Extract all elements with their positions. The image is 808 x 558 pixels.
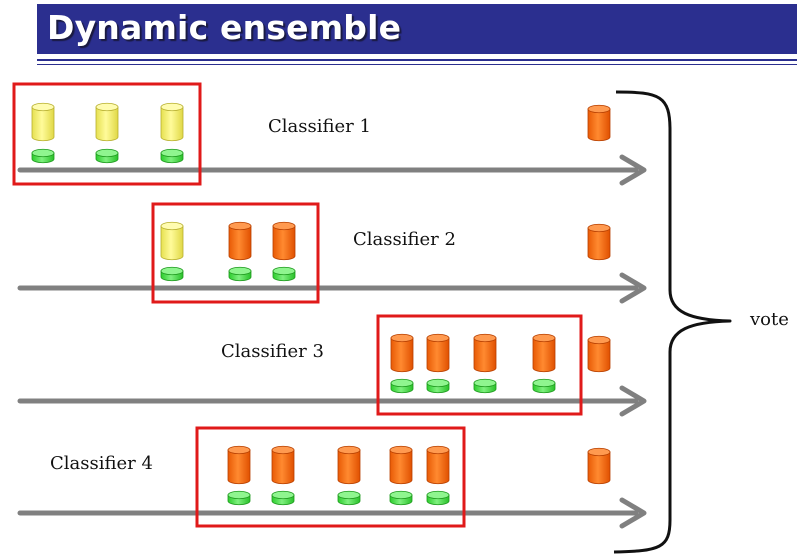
data-cylinder-orange — [473, 333, 497, 373]
data-cylinder-orange — [532, 333, 556, 373]
green-disc-cylinder — [227, 490, 251, 506]
vote-brace — [613, 90, 732, 554]
data-cylinder-orange — [272, 221, 296, 261]
green-disc-cylinder — [95, 148, 119, 164]
green-disc-cylinder — [272, 266, 296, 282]
data-cylinder-orange — [337, 445, 361, 485]
data-cylinder-yellow — [95, 102, 119, 142]
window-frame-1 — [12, 82, 202, 186]
window-frame-3 — [376, 314, 583, 416]
data-cylinder-orange — [228, 221, 252, 261]
data-cylinder-orange — [271, 445, 295, 485]
timeline-arrow-1 — [17, 154, 647, 186]
output-cylinder-1 — [587, 104, 611, 142]
output-cylinder-4 — [587, 447, 611, 485]
title-rule — [37, 59, 797, 61]
green-disc-cylinder — [473, 378, 497, 394]
green-disc-cylinder — [426, 378, 450, 394]
data-cylinder-orange — [426, 445, 450, 485]
window-frame-4 — [195, 426, 466, 528]
timeline-arrow-4 — [17, 497, 647, 529]
green-disc-cylinder — [532, 378, 556, 394]
timeline-arrow-2 — [17, 272, 647, 304]
vote-label: vote — [750, 309, 789, 330]
data-cylinder-orange — [389, 445, 413, 485]
classifier-1-label: Classifier 1 — [268, 116, 371, 137]
classifier-4-label: Classifier 4 — [50, 453, 153, 474]
data-cylinder-orange — [227, 445, 251, 485]
green-disc-cylinder — [271, 490, 295, 506]
title-bar: Dynamic ensemble — [37, 4, 797, 54]
green-disc-cylinder — [337, 490, 361, 506]
page-title: Dynamic ensemble — [47, 8, 402, 47]
green-disc-cylinder — [390, 378, 414, 394]
window-frame-2 — [151, 202, 320, 304]
classifier-3-label: Classifier 3 — [221, 341, 324, 362]
data-cylinder-yellow — [31, 102, 55, 142]
green-disc-cylinder — [160, 266, 184, 282]
green-disc-cylinder — [228, 266, 252, 282]
timeline-arrow-3 — [17, 385, 647, 417]
green-disc-cylinder — [426, 490, 450, 506]
title-rule-thin — [37, 64, 797, 65]
data-cylinder-orange — [390, 333, 414, 373]
green-disc-cylinder — [160, 148, 184, 164]
data-cylinder-yellow — [160, 102, 184, 142]
green-disc-cylinder — [31, 148, 55, 164]
output-cylinder-2 — [587, 223, 611, 261]
output-cylinder-3 — [587, 335, 611, 373]
green-disc-cylinder — [389, 490, 413, 506]
data-cylinder-yellow — [160, 221, 184, 261]
classifier-2-label: Classifier 2 — [353, 229, 456, 250]
data-cylinder-orange — [426, 333, 450, 373]
